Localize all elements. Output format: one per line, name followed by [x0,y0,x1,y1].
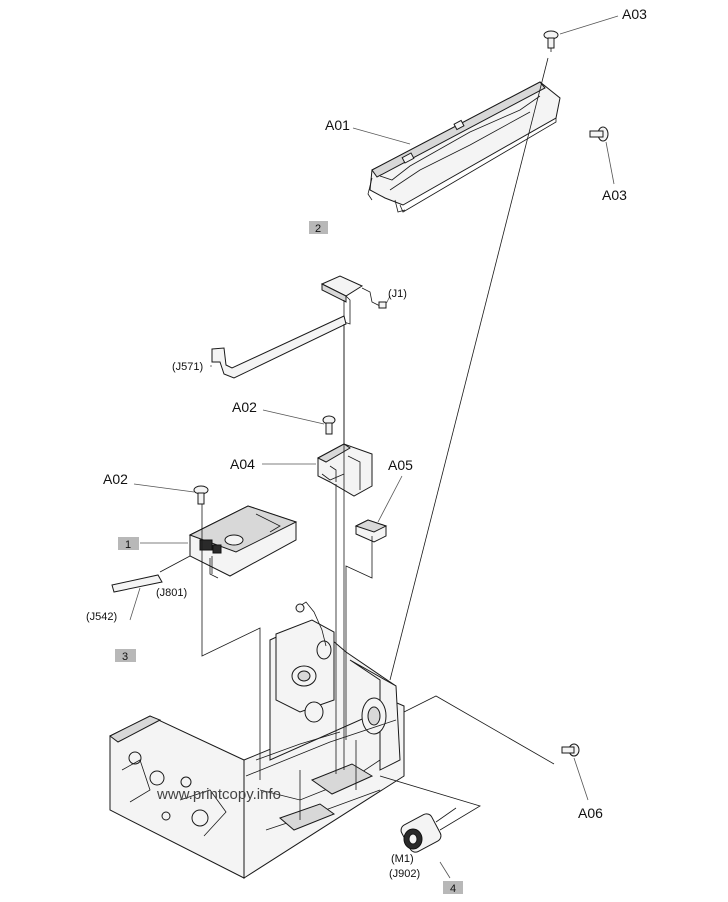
sensor-board-2 [320,275,387,325]
screw-a06 [561,743,580,757]
label-j1: (J1) [388,288,407,300]
screw-a03-right [589,126,609,142]
callout-3: 3 [115,649,136,663]
rail-assembly-a01 [367,81,561,213]
label-j571: (J571) [172,361,203,373]
screw-a03-top [543,30,559,52]
label-a05: A05 [388,457,413,473]
label-a01: A01 [325,117,350,133]
bracket-a04 [316,443,373,497]
callout-1: 1 [118,537,139,551]
label-j801: (J801) [156,587,187,599]
label-a06: A06 [578,805,603,821]
watermark-text: www.printcopy.info [156,786,281,803]
svg-text:3: 3 [122,651,128,663]
label-a04: A04 [230,456,255,472]
flat-cable-j571 [211,315,347,379]
callout-2: 2 [309,221,328,235]
assembly-guide-lines [159,57,555,831]
leader-lines [129,15,619,879]
label-m1: (M1) [391,853,414,865]
board-assembly-1 [188,505,298,579]
main-chassis-frame [109,601,405,879]
label-j542: (J542) [86,611,117,623]
label-a03-top: A03 [622,6,647,22]
svg-text:4: 4 [450,883,456,895]
screw-a02-mid [322,415,336,435]
motor-m1 [400,807,457,853]
screw-a02-left [193,485,209,505]
label-a02-mid: A02 [232,399,257,415]
label-j902: (J902) [389,868,420,880]
label-a02-left: A02 [103,471,128,487]
svg-text:2: 2 [315,223,321,235]
label-a03-right: A03 [602,187,627,203]
svg-text:1: 1 [125,539,131,551]
flat-cable-j542 [111,574,163,593]
part-a05 [354,519,388,543]
callout-4: 4 [443,881,463,895]
